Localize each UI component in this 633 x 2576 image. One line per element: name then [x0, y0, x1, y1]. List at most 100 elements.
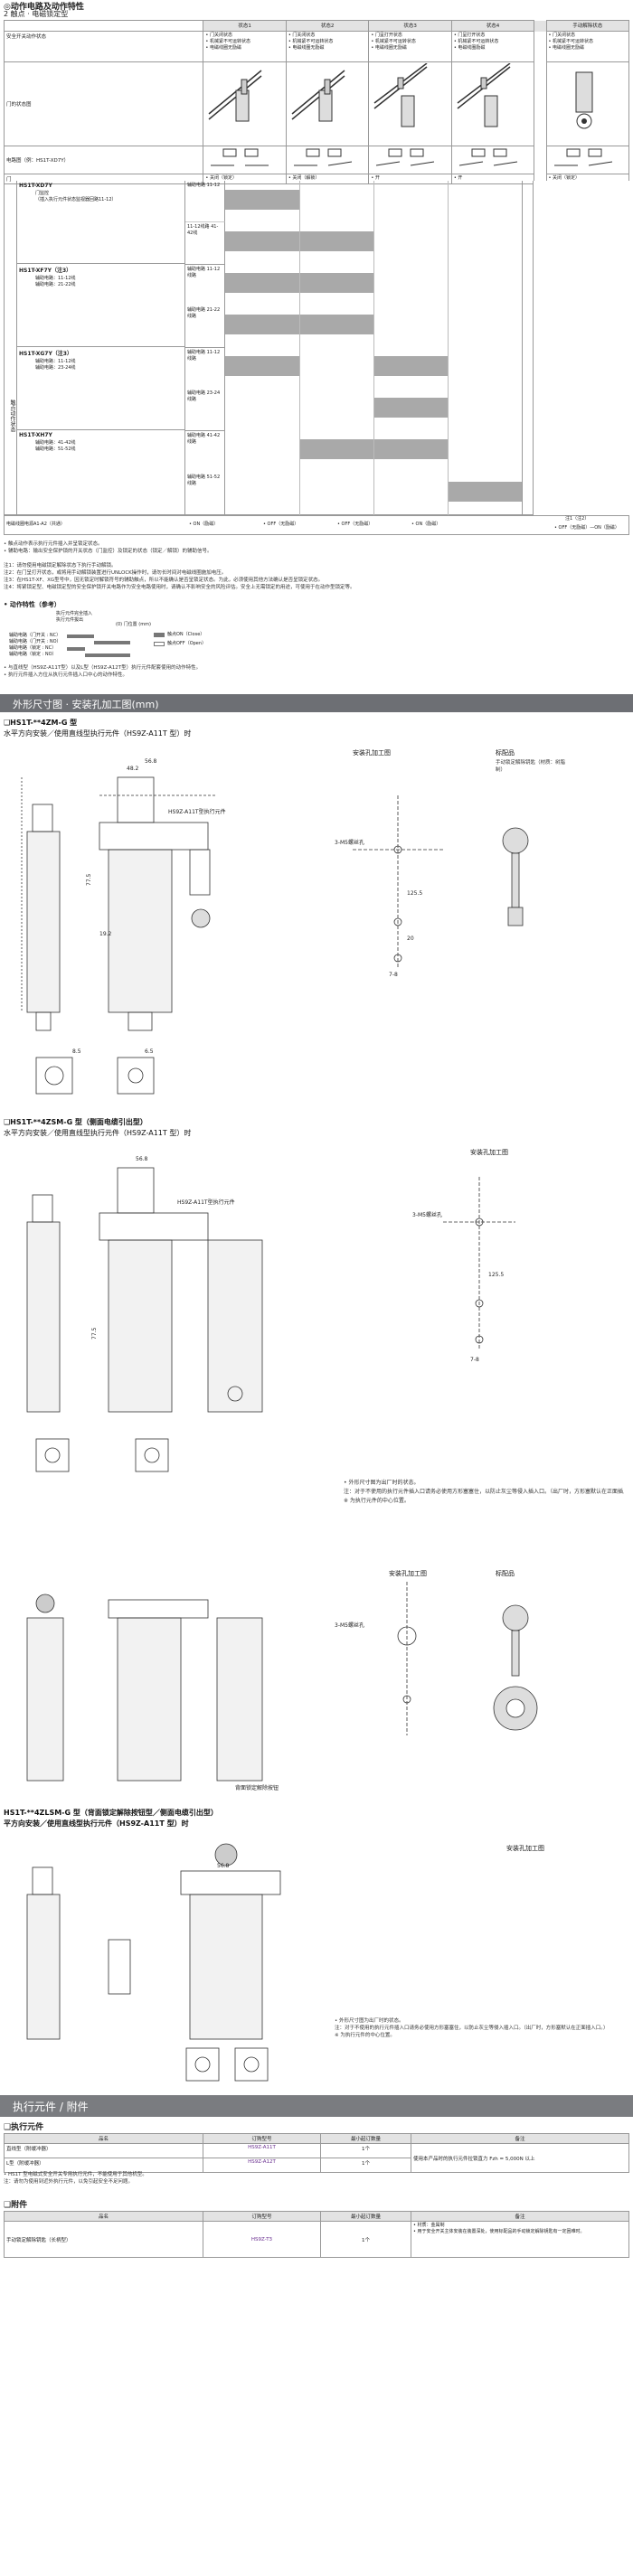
label-title-2b: 标配品	[496, 1570, 515, 1577]
th-qty: 最小起订数量	[320, 2211, 411, 2222]
notes-1: • 触点动作表示执行元件插入并呈锁定状态。• 辅助电路：输出安全保护锁的开关状态…	[4, 541, 213, 554]
contact-bar	[373, 356, 448, 376]
model-xg7y: HS1T-XG7Y（注3） 辅助电路：11-12线 辅助电路：23-24线	[17, 347, 185, 430]
dim-drawing-1: 48.2 56.8 77.5 HS9Z-A11T型执行元件 19.2 8.5 6…	[21, 758, 529, 1095]
actuator-table: 品名 订购型号 最小起订数量 备注 直线型（附缓冲器） HS9Z-A11T 1个…	[4, 2133, 629, 2173]
solenoid-note: 注1（注2）	[565, 516, 590, 522]
dim-value: 20	[407, 935, 414, 942]
accessory-title: ❑附件	[4, 2201, 28, 2210]
contact-bar	[448, 482, 522, 502]
actuator-label: HS9Z-A11T型执行元件	[168, 808, 226, 815]
order-code[interactable]: HS9Z-A11T	[203, 2143, 321, 2158]
dim-desc-3: 平方向安装／使用直线型执行元件（HS9Z-A11T 型）时	[4, 1819, 189, 1828]
model-xf7y: HS1T-XF7Y（注3） 辅助电路：11-12线 辅助电路：21-22线	[17, 264, 185, 347]
th-remark: 备注	[411, 2211, 629, 2222]
solenoid-state-4: • ON（励磁）	[411, 522, 441, 527]
th-name: 品名	[4, 2211, 203, 2222]
manual-desc: • 门关闭状态• 机械紧不可运转状态• 电磁线圈无励磁	[545, 31, 629, 62]
door-diagram-2	[285, 61, 370, 146]
dim-note: 注：对于不使用的执行元件插入口请务必使用方形塞塞住，以防止灰尘等侵入插入口。（出…	[344, 1488, 624, 1495]
contact-bar	[299, 315, 373, 334]
circuit-table: 状态1 状态2 状态3 状态4 手动解除状态 安全开关动作状态 • 门关闭状态•…	[3, 20, 629, 184]
dim-model-1: ❑HS1T-**4ZM-G 型	[4, 719, 78, 727]
hole-label: 3-M5螺丝孔	[412, 1211, 442, 1218]
col-manual: 手动解除状态	[545, 20, 629, 32]
table-row: 手动锁定解除钥匙（长柄型） HS9Z-T3 1个 • 材质：金属制• 用于安全开…	[4, 2221, 629, 2258]
page-title: ◎动作电路及动作特性	[4, 3, 84, 12]
th-code: 订购型号	[203, 2133, 321, 2144]
hole-title-1: 安装孔加工图	[353, 749, 391, 757]
dim-value: 77.5	[86, 873, 92, 886]
section-parts-band: 执行元件 / 附件	[0, 2095, 633, 2117]
dim-notes-3: • 外形尺寸图为出厂时的状态。注：对于不使用的执行元件插入口请务必使用方形塞塞住…	[335, 2018, 609, 2038]
notes-2: 注1：请勿使用电磁锁定解除状态下执行手动解锁。注2：在门呈打开状态，或将用手动解…	[4, 563, 355, 590]
row-safety-label: 安全开关动作状态	[3, 31, 204, 62]
hole-title-3: 安装孔加工图	[506, 1845, 544, 1852]
dim-note: ※ 为执行元件的中心位置。	[344, 1497, 410, 1504]
circuit-label: 辅助电路 23-24线路	[185, 389, 225, 430]
dim-model-3: HS1T-**4ZLSM-G 型（背面锁定解除按钮型／侧面电缆引出型）	[4, 1809, 218, 1817]
key-note-1: 手动锁定解除钥匙（材质：树脂制）	[496, 760, 566, 773]
state2-desc: • 门关闭状态• 机械紧不可运转状态• 电磁线圈无励磁	[285, 31, 370, 62]
contact-bars: 辅助电路 11-12 11-12线路 41-42线 辅助电路 11-12线路 辅…	[185, 181, 630, 515]
accessory-table: 品名 订购型号 最小起订数量 备注 手动锁定解除钥匙（长柄型） HS9Z-T3 …	[4, 2211, 629, 2258]
actuator-label: HS9Z-A11T型执行元件	[177, 1199, 235, 1206]
dim-model-2: ❑HS1T-**4ZSM-G 型（侧面电缆引出型）	[4, 1118, 147, 1126]
dim-desc-2: 水平方向安装／使用直线型执行元件（HS9Z-A11T 型）时	[4, 1129, 192, 1137]
circuit-label: 辅助电路 11-12	[185, 181, 225, 222]
hole-title-2: 安装孔加工图	[470, 1149, 508, 1156]
dim-value: 125.5	[407, 890, 422, 897]
actuator-notes: • HS1T 型电磁式安全开关专用执行元件，不能使用于其他机型。注：请勿为使用到…	[4, 2172, 147, 2185]
circuit-label: 11-12线路 41-42线	[185, 222, 225, 264]
circuit-label: 辅助电路 21-22线路	[185, 306, 225, 347]
circuit-diagram-1	[203, 146, 287, 174]
dim-value: 56.8	[145, 758, 157, 765]
row-lock-label: 门	[3, 174, 204, 184]
th-code: 订购型号	[203, 2211, 321, 2222]
label-title-1: 标配品	[496, 749, 515, 757]
action-diagram: 执行元件完全插入 执行元件拔出 (0) 门位置 (mm) 辅助电路（门开关 : …	[9, 611, 207, 657]
contact-bar	[373, 398, 448, 418]
table-row: L型（附缓冲器） HS9Z-A12T 1个	[4, 2158, 629, 2173]
dim-drawing-2b: 3-M5螺丝孔 背面锁定解除按钮	[26, 1582, 538, 1791]
back-button-label: 背面锁定解除按钮	[235, 1784, 279, 1791]
lock-state-1: • 关闭（锁定）	[203, 174, 287, 184]
solenoid-label: 电磁线圈电源A1-A2（共通）	[6, 522, 65, 527]
hole-label: 3-M5螺丝孔	[335, 839, 364, 846]
row-door-label: 门的状态图	[3, 61, 204, 146]
dim-value: 7-8	[470, 1357, 479, 1363]
dim-value: 19.2	[99, 931, 112, 937]
dim-value: 56.8	[217, 1863, 230, 1869]
door-diagram-3	[368, 61, 452, 146]
state1-desc: • 门关闭状态• 机械紧不可运转状态• 电磁线圈无励磁	[203, 31, 287, 62]
contact-bar	[225, 231, 299, 251]
contact-bar	[299, 231, 373, 251]
dim-desc-1: 水平方向安装／使用直线型执行元件（HS9Z-A11T 型）时	[4, 729, 192, 738]
table-row: 直线型（附缓冲器） HS9Z-A11T 1个 使用本产品时的执行元件拉锁直力 F…	[4, 2143, 629, 2173]
actuator-title: ❑执行元件	[4, 2123, 44, 2132]
section-dims-band: 外形尺寸图 · 安装孔加工图(mm)	[0, 694, 633, 712]
dim-value: 48.2	[127, 766, 139, 772]
col-state3: 状态3	[368, 20, 452, 32]
dim-note: • 外形尺寸图为出厂时的状态。	[344, 1479, 419, 1486]
solenoid-state-2: • OFF（无励磁）	[263, 522, 299, 527]
contact-bar	[299, 439, 373, 459]
notes-3: • 与直线型（HS9Z-A11T型）以及L型（HS9Z-A12T型）执行元件配套…	[4, 665, 202, 678]
page-subtitle: 2 触点 · 电磁锁定型	[4, 10, 69, 18]
door-diagram-4	[450, 61, 535, 146]
state3-desc: • 门呈打开状态• 机械紧不可运转状态• 电磁线圈无励磁	[368, 31, 452, 62]
side-label: 触点动作状态	[5, 181, 17, 515]
circuit-diagram-manual	[545, 146, 629, 174]
row-circuit-label: 电路图（例：HS1T-XD7Y）	[3, 146, 204, 174]
lock-state-2: • 关闭（解锁）	[285, 174, 370, 184]
circuit-label: 辅助电路 11-12线路	[185, 347, 225, 389]
solenoid-state-manual: • OFF（无励磁）—ON（励磁）	[554, 525, 619, 531]
col-state4: 状态4	[450, 20, 535, 32]
order-code[interactable]: HS9Z-T3	[203, 2221, 321, 2258]
circuit-diagram-3	[368, 146, 452, 174]
door-diagram-1	[203, 61, 287, 146]
contact-bar	[373, 439, 448, 459]
circuit-diagram-2	[285, 146, 370, 174]
hole-label: 3-M5螺丝孔	[335, 1622, 364, 1629]
circuit-label: 辅助电路 41-42线路	[185, 430, 225, 473]
